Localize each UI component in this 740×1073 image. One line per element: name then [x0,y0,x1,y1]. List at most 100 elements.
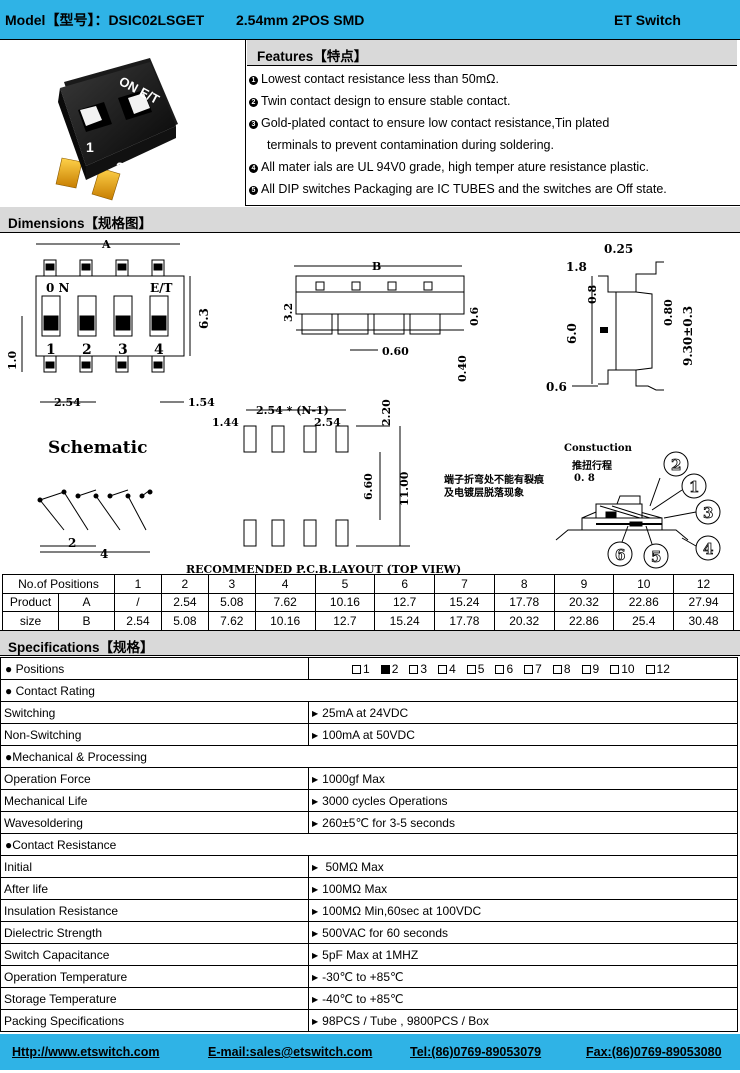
pcb-layout-drawing: 2.54 * (N-1) 1.44 2.54 2.20 6.60 11.00 R… [186,399,461,574]
construction-travel-value: 0. 8 [574,473,595,484]
svg-text:4: 4 [703,540,713,558]
checkbox-icon [581,664,591,674]
spec-value: 98PCS / Tube , 9800PCS / Box [322,1013,489,1028]
checkbox-icon [466,664,476,674]
spec-label: Non-Switching [0,723,309,746]
bullet-number: 2 [249,98,258,107]
dim-side-025: 0.25 [604,242,633,256]
spec-row: Switching▶25mA at 24VDC [0,701,738,724]
triangle-right-icon: ▶ [312,950,319,960]
pcb-pitch-label: 2.54 * (N-1) [256,404,329,417]
dim-side-18: 1.8 [566,260,587,274]
schematic-drawing: Schematic 2 4 [37,438,153,561]
position-option: 1 [352,662,370,676]
triangle-right-icon: ▶ [312,928,319,938]
phone-number: Tel:(86)0769-89053079 [410,1045,542,1059]
svg-text:2: 2 [671,456,681,474]
svg-text:4: 4 [154,342,164,358]
checkbox-icon [380,664,390,674]
top-view-drawing: A 0 N E/T 1 2 3 4 6.3 1.0 2.54 1.54 [6,238,215,409]
dim-front-h-label: 3.2 [282,303,295,322]
position-option: 10 [610,662,635,676]
page-header: Model【型号】：DSIC02LSGET 2.54mm 2POS SMD ET… [0,0,740,40]
bullet-number: 5 [249,186,258,195]
dim-front-b2-label: 0.40 [456,355,469,382]
photo-key1-label: 1 [86,139,94,155]
email-link[interactable]: E-mail:sales@etswitch.com [208,1045,373,1059]
spec-label: Mechanical Life [0,789,309,812]
dim-front-w-label: 0.60 [382,345,409,358]
dim-a-label: A [101,238,111,251]
spec-section-label: ● Contact Rating [0,679,738,702]
triangle-right-icon: ▶ [312,972,319,982]
position-option: 9 [581,662,599,676]
bullet-number: 3 [249,120,258,129]
spec-label: After life [0,877,309,900]
front-view-drawing: B 3.2 0.6 0.60 0.40 [282,260,481,382]
checkbox-icon [352,664,361,674]
checkbox-icon [552,664,562,674]
spec-label: Wavesoldering [0,811,309,834]
brand-name: ET Switch [614,11,681,28]
svg-text:1: 1 [46,342,56,358]
spec-label: Packing Specifications [0,1009,309,1032]
table-row: No.of Positions 1 2 3 4 5 6 7 8 9 10 12 [2,574,734,594]
top-view-et-label: E/T [150,281,173,295]
spec-label: Insulation Resistance [0,899,309,922]
svg-text:5: 5 [651,548,661,566]
triangle-right-icon: ▶ [312,994,319,1004]
spec-value: 100MΩ Max [322,881,388,896]
spec-value: 3000 cycles Operations [322,793,448,808]
construction-note-1: 端子折弯处不能有裂痕 [444,473,545,486]
dim-side-06: 0.6 [546,380,567,394]
spec-value: 500VAC for 60 seconds [322,925,449,940]
table-row: Product A / 2.54 5.08 7.62 10.16 12.7 15… [2,592,734,612]
checkbox-icon [524,664,534,674]
spec-row: Switch Capacitance▶5pF Max at 1MHZ [0,943,738,966]
spec-section-row: ●Contact Resistance [0,833,738,856]
spec-value: 100mA at 50VDC [322,727,415,742]
spec-value: -40℃ to +85℃ [322,991,404,1006]
table-row: size B 2.54 5.08 7.62 10.16 12.7 15.24 1… [2,611,734,631]
product-label: Product [2,592,59,612]
triangle-right-icon: ▶ [312,884,319,894]
dim-edge-label: 1.54 [188,396,215,409]
spec-label: Dielectric Strength [0,921,309,944]
website-link[interactable]: Http://www.etswitch.com [12,1045,160,1059]
features-title: Features【特点】 [247,40,737,66]
spec-row: Operation Force▶1000gf Max [0,767,738,790]
position-option: 4 [438,662,456,676]
checkbox-icon [495,664,505,674]
spec-label: Operation Force [0,767,309,790]
pcb-outer-label: 11.00 [398,471,411,506]
dim-pitch-label: 2.54 [54,396,81,409]
svg-text:2: 2 [82,342,92,358]
position-option: 3 [409,662,427,676]
model-spec: 2.54mm 2POS SMD [236,11,365,28]
spec-row: After life▶100MΩ Max [0,877,738,900]
spec-row: Packing Specifications▶98PCS / Tube , 98… [0,1009,738,1032]
model-name: Model【型号】：DSIC02LSGET [5,11,205,28]
size-label: size [2,611,59,631]
positions-table: No.of Positions 1 2 3 4 5 6 7 8 9 10 12 … [2,574,734,631]
spec-section-label: ●Mechanical & Processing [0,745,738,768]
construction-note-2: 及电镀层脱落现象 [444,486,524,499]
checkbox-icon [645,664,655,674]
schematic-title: Schematic [48,438,147,458]
svg-text:6: 6 [615,546,625,564]
position-option: 7 [524,662,542,676]
spec-value: 100MΩ Min,60sec at 100VDC [322,903,482,918]
dim-side-08: 0.8 [586,285,599,304]
feature-item-continuation: terminals to prevent contamination durin… [267,138,554,152]
position-option: 12 [645,662,670,676]
triangle-right-icon: ▶ [312,1016,319,1026]
triangle-right-icon: ▶ [312,818,319,828]
pcb-pad-w-label: 1.44 [212,416,239,429]
spec-label: Storage Temperature [0,987,309,1010]
schematic-dim-2: 2 [68,536,76,550]
svg-text:1: 1 [689,478,699,496]
